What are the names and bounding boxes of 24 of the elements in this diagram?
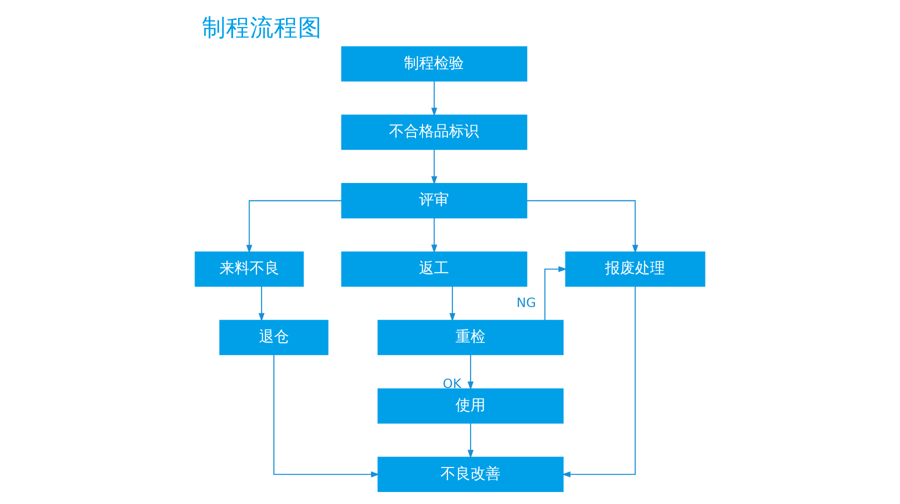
- arrow: [258, 286, 265, 322]
- node-box: 使用: [378, 388, 564, 424]
- arrow: [562, 286, 636, 478]
- node-box: 制程检验: [341, 46, 528, 82]
- node-box: 返工: [341, 251, 528, 287]
- arrow: [431, 81, 438, 116]
- node-box: 不合格品标识: [341, 114, 528, 150]
- arrow: [526, 200, 638, 254]
- arrow: [449, 286, 456, 322]
- arrow: [246, 200, 342, 254]
- node-box: 评审: [341, 183, 528, 218]
- node-box: 来料不良: [194, 251, 304, 287]
- arrow: [544, 266, 567, 320]
- arrow: [431, 218, 438, 254]
- arrow: [273, 354, 380, 478]
- node-box: 退仓: [219, 320, 328, 356]
- node-box: 重检: [378, 320, 564, 356]
- arrow: [468, 423, 474, 458]
- node-box: 不良改善: [378, 456, 564, 492]
- edge-label: NG: [516, 296, 536, 311]
- node-box: 报废处理: [565, 251, 706, 287]
- diagram-title: 制程流程图: [202, 14, 322, 42]
- arrow: [468, 354, 474, 390]
- arrow: [431, 150, 438, 185]
